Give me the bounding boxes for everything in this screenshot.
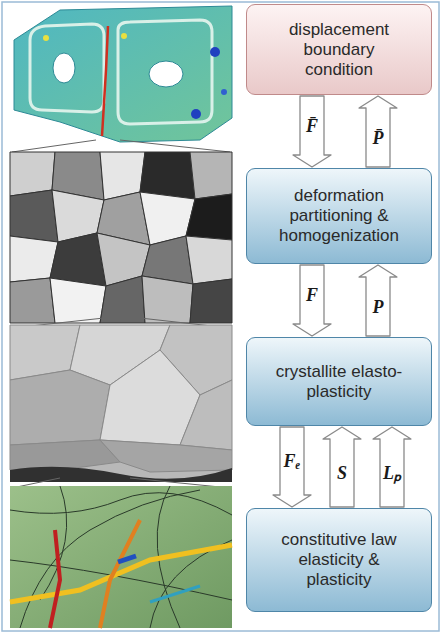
dislocation-network (10, 486, 232, 628)
arrow-symbol: F̄ (305, 116, 319, 136)
arrow-symbol: Lₚ (382, 463, 402, 483)
grain-map (142, 276, 193, 323)
grain-surface (100, 440, 232, 472)
dislocation-network (20, 490, 200, 628)
grain-map (10, 278, 55, 323)
block-arrow (359, 96, 397, 167)
sheet-part (118, 20, 212, 124)
block-arrow (273, 427, 311, 507)
box-label: constitutive law elasticity & plasticity (268, 530, 410, 590)
arrow-symbol: S (336, 463, 348, 483)
dislocation-network (118, 556, 136, 562)
sheet-part (221, 89, 227, 95)
grain-surface (10, 325, 232, 482)
dislocation-network (10, 486, 232, 628)
grain-surface (100, 350, 200, 445)
grain-map (100, 276, 145, 323)
grain-map (190, 279, 232, 323)
dislocation-network (100, 520, 140, 628)
box-text-group: deformation partitioning & homogenizatio… (268, 186, 410, 246)
arrow-symbol: Fₑ (283, 451, 302, 471)
grain-map (186, 236, 232, 284)
block-arrow (293, 96, 331, 167)
arrow-symbol: F (305, 285, 319, 305)
sheet-part (102, 26, 108, 136)
sheet-part (121, 33, 127, 39)
dislocation-network (10, 493, 232, 515)
block-arrow (373, 427, 411, 507)
process-box: crystallite elasto-plasticity (246, 337, 432, 426)
process-box: displacement boundary condition (246, 4, 432, 95)
block-arrow (359, 265, 397, 336)
zoom-lines (12, 140, 230, 152)
grain-map (10, 190, 58, 242)
sheet-part (30, 24, 104, 112)
dislocation-network (10, 486, 232, 628)
grain-map (50, 233, 106, 286)
grain-map (140, 152, 195, 199)
grain-map (10, 152, 55, 196)
grain-map (10, 152, 232, 323)
box-label: displacement boundary condition (268, 20, 410, 80)
sheet-part (14, 6, 232, 142)
zoom-lines (12, 140, 96, 152)
dislocation-network (50, 530, 60, 628)
box-text-group: constitutive law elasticity & plasticity (268, 530, 410, 590)
box-label: crystallite elasto-plasticity (268, 362, 410, 402)
sheet-part (191, 109, 201, 119)
process-box: deformation partitioning & homogenizatio… (246, 168, 432, 264)
grain-surface (10, 370, 110, 445)
zoom-lines (120, 140, 230, 152)
dislocation-network (150, 586, 200, 602)
grain-surface (180, 380, 232, 450)
block-arrow (293, 265, 331, 336)
sheet-part (43, 35, 49, 41)
block-arrow (323, 427, 361, 507)
grain-surface (10, 467, 232, 482)
grain-map (50, 278, 106, 323)
sheet-part (10, 4, 232, 150)
process-box: constitutive law elasticity & plasticity (246, 508, 432, 612)
dislocation-network (40, 486, 67, 600)
box-text-group: displacement boundary condition (268, 20, 410, 80)
box-label: deformation partitioning & homogenizatio… (268, 186, 410, 246)
grain-map (186, 194, 232, 240)
arrow-symbol: P (372, 297, 385, 317)
sheet-part (53, 53, 75, 83)
grain-surface (10, 325, 232, 482)
sheet-part (210, 47, 220, 57)
arrow-symbol: P̄ (372, 128, 385, 148)
sheet-part (149, 61, 183, 87)
grain-map (190, 152, 232, 199)
box-text-group: crystallite elasto-plasticity (268, 362, 410, 402)
sheet-part (10, 4, 232, 150)
